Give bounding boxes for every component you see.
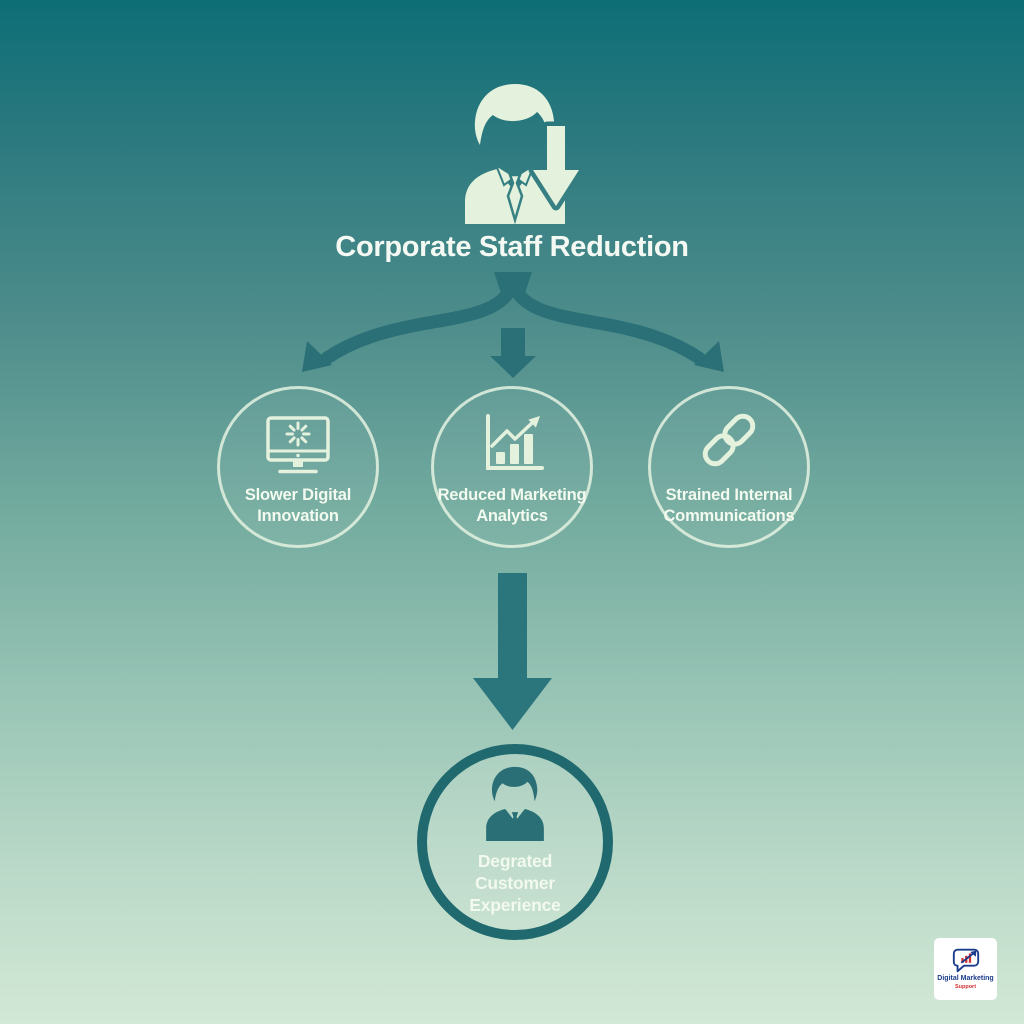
- cause-circle-slower-digital-innovation: Slower Digital Innovation: [217, 386, 379, 548]
- cause-label-line1: Slower Digital: [244, 486, 352, 505]
- logo-name: Digital Marketing: [937, 975, 994, 983]
- loading-monitor-icon: [262, 408, 334, 474]
- cause-label-line2: Innovation: [257, 506, 339, 525]
- page-title: Corporate Staff Reduction: [335, 231, 689, 263]
- cause-label-line2: Communications: [663, 506, 795, 525]
- cause-label-line1: Strained Internal: [665, 486, 793, 505]
- logo-digital-marketing-support: Digital Marketing Support: [934, 938, 997, 1000]
- person-with-down-arrow-icon: [447, 78, 583, 224]
- chain-link-icon: [695, 408, 763, 474]
- cause-circle-strained-internal-communications: Strained Internal Communications: [648, 386, 810, 548]
- businessperson-icon: [476, 763, 554, 842]
- big-down-arrow: [473, 573, 552, 730]
- cause-circle-reduced-marketing-analytics: Reduced Marketing Analytics: [431, 386, 593, 548]
- outcome-circle-degraded-customer-experience: Degrated Customer Experience: [417, 744, 613, 940]
- cause-label-line1: Reduced Marketing: [437, 486, 587, 505]
- branch-arrows: [302, 272, 724, 378]
- outcome-label-line2: Customer Experience: [469, 873, 561, 915]
- chat-bubble-chart-arrow-icon: [952, 949, 979, 973]
- cause-label-line2: Analytics: [476, 506, 548, 525]
- outcome-label-line1: Degrated: [477, 851, 553, 872]
- bar-chart-growth-icon: [476, 408, 548, 474]
- logo-subtitle: Support: [954, 984, 977, 991]
